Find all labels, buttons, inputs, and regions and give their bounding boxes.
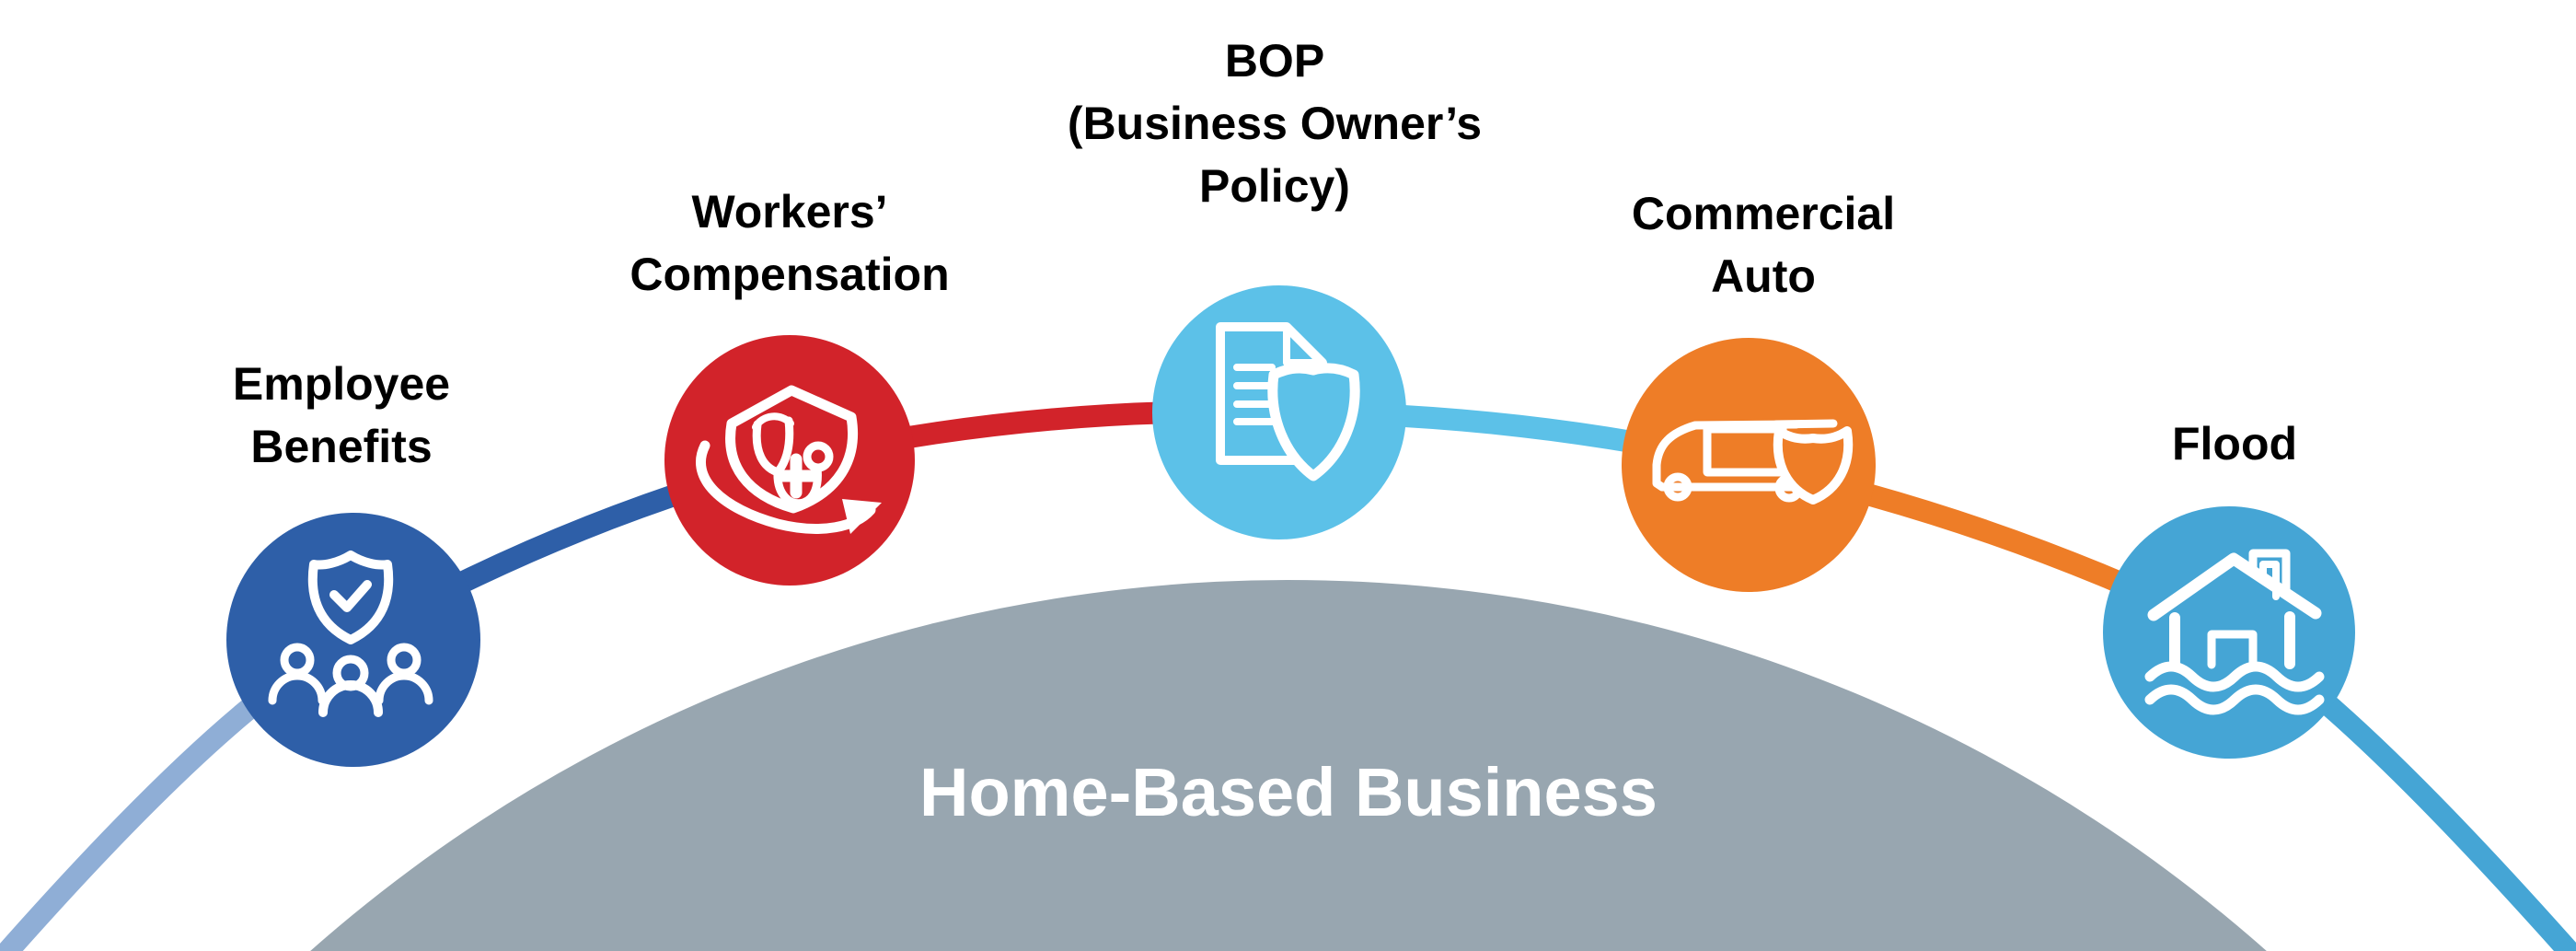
node-employee-benefits — [226, 513, 480, 767]
node-flood — [2103, 506, 2355, 759]
node-bop — [1152, 285, 1406, 539]
commercial-auto-circle — [1622, 338, 1876, 592]
node-commercial-auto — [1622, 338, 1876, 592]
house-flood-icon — [2144, 549, 2325, 715]
document-shield-icon — [1216, 322, 1360, 481]
home-based-business-dome — [310, 580, 2267, 951]
label-workers-compensation: Workers’ Compensation — [630, 186, 950, 300]
label-commercial-auto: Commercial Auto — [1631, 188, 1896, 302]
van-shield-icon — [1652, 419, 1854, 504]
shield-stethoscope-icon — [696, 385, 882, 534]
label-flood: Flood — [2171, 418, 2298, 470]
node-workers-compensation — [664, 335, 915, 586]
home-based-business-title: Home-Based Business — [919, 754, 1658, 830]
label-bop: BOP (Business Owner’s Policy) — [1067, 35, 1483, 212]
label-employee-benefits: Employee Benefits — [232, 358, 451, 472]
shield-check-people-icon — [268, 551, 433, 717]
